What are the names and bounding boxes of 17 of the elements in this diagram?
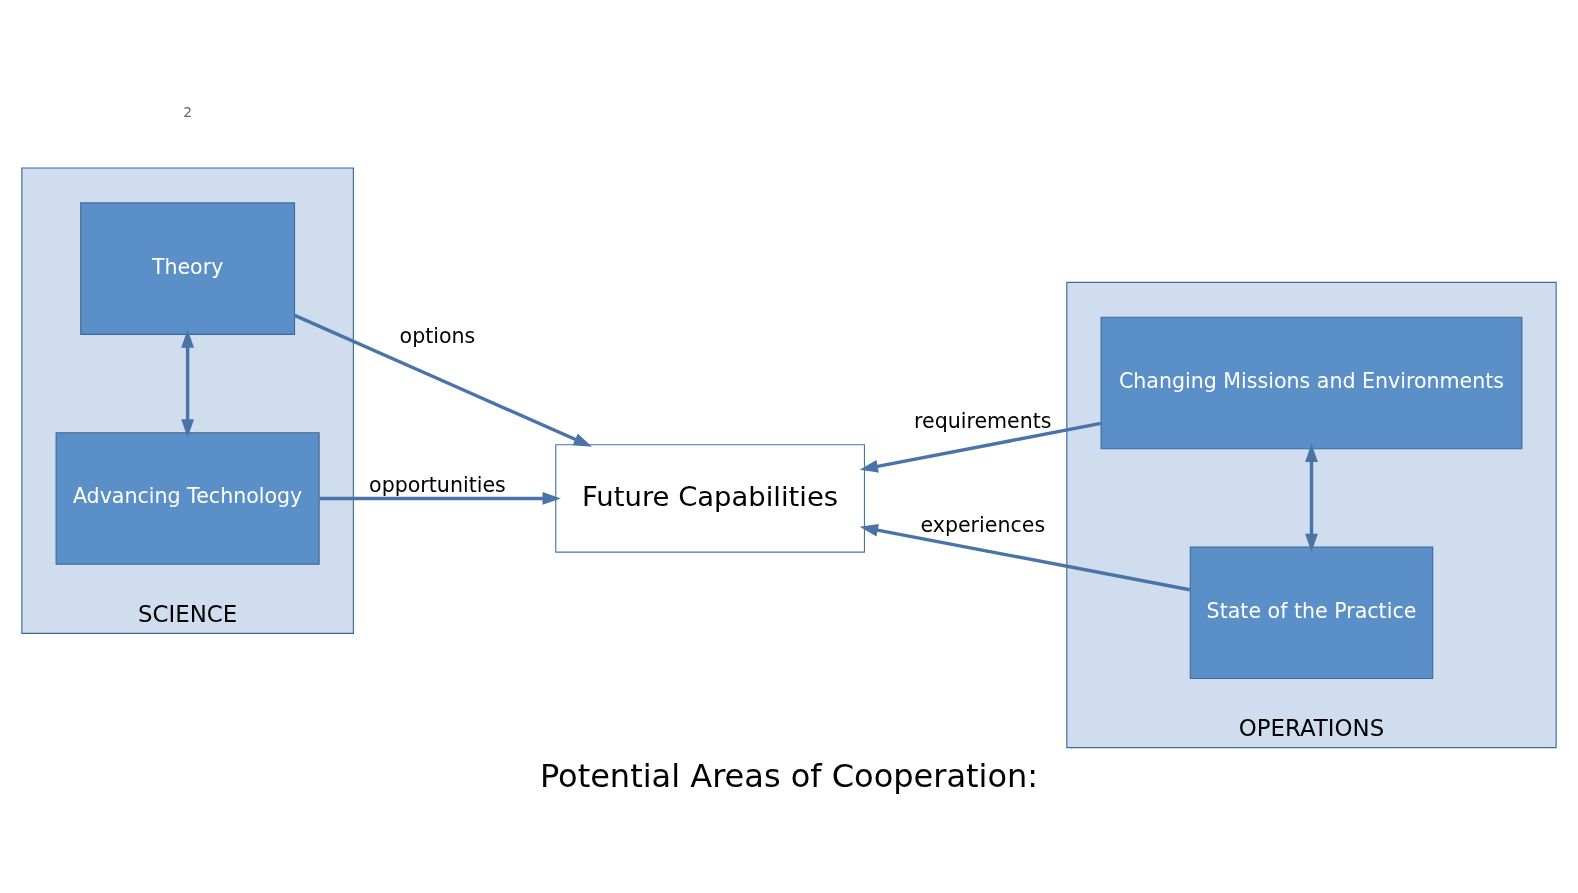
diagram-title: Potential Areas of Cooperation: — [539, 756, 1039, 795]
node-box: Future Capabilities — [555, 443, 866, 553]
arrow — [293, 313, 592, 447]
arrow — [1305, 443, 1318, 552]
edge-label: options — [399, 323, 476, 348]
edge-label: experiences — [920, 512, 1046, 537]
arrow — [859, 421, 1102, 473]
node-box: Changing Missions and Environments — [1100, 316, 1523, 449]
edge-label: requirements — [913, 408, 1052, 433]
arrow — [181, 328, 195, 438]
arrow — [859, 523, 1191, 591]
node-box: Advancing Technology — [55, 431, 320, 565]
node-box: State of the Practice — [1189, 545, 1434, 679]
label: 2 — [183, 103, 192, 120]
arrow — [319, 491, 561, 505]
node-box: Theory — [80, 201, 296, 335]
edge-label: opportunities — [369, 472, 506, 497]
